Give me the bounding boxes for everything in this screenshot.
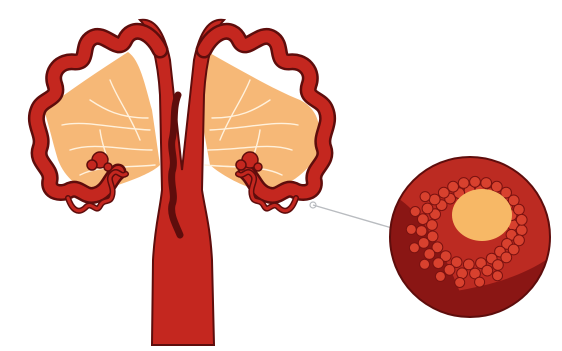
magnified-inset — [380, 157, 560, 340]
follicle-cell — [470, 176, 481, 187]
follicle-cell — [448, 181, 459, 192]
follicle-cell — [514, 204, 525, 215]
follicle-cell — [424, 249, 435, 260]
follicle-cell — [444, 264, 455, 275]
follicle-cell — [516, 214, 527, 225]
follicle-cell — [481, 178, 492, 189]
follicle-cell — [475, 277, 485, 287]
follicle-cell — [501, 252, 512, 263]
follicle-cell — [429, 194, 440, 205]
follicle-cell — [493, 271, 503, 281]
follicle-cell — [433, 258, 444, 269]
follicle-cell — [416, 226, 427, 237]
follicle-core — [452, 189, 512, 241]
follicle-cell — [418, 238, 429, 249]
follicle-cell — [482, 265, 493, 276]
follicle-cell — [458, 178, 469, 189]
follicle-cell — [420, 192, 430, 202]
follicle-cell — [406, 224, 416, 234]
leader-line — [313, 205, 392, 228]
follicle-cell — [420, 259, 430, 269]
follicle-cell — [516, 225, 527, 236]
follicle-cell — [455, 278, 465, 288]
follicle-cell — [457, 268, 468, 279]
follicle-cell — [409, 243, 419, 253]
follicle-cell — [491, 181, 502, 192]
follicle-cell — [418, 214, 429, 225]
follicle-cell — [422, 203, 433, 214]
follicle-cell — [435, 271, 445, 281]
follicle-cell — [438, 187, 449, 198]
follicle-cell — [410, 207, 420, 217]
follicle-cell — [493, 260, 504, 271]
